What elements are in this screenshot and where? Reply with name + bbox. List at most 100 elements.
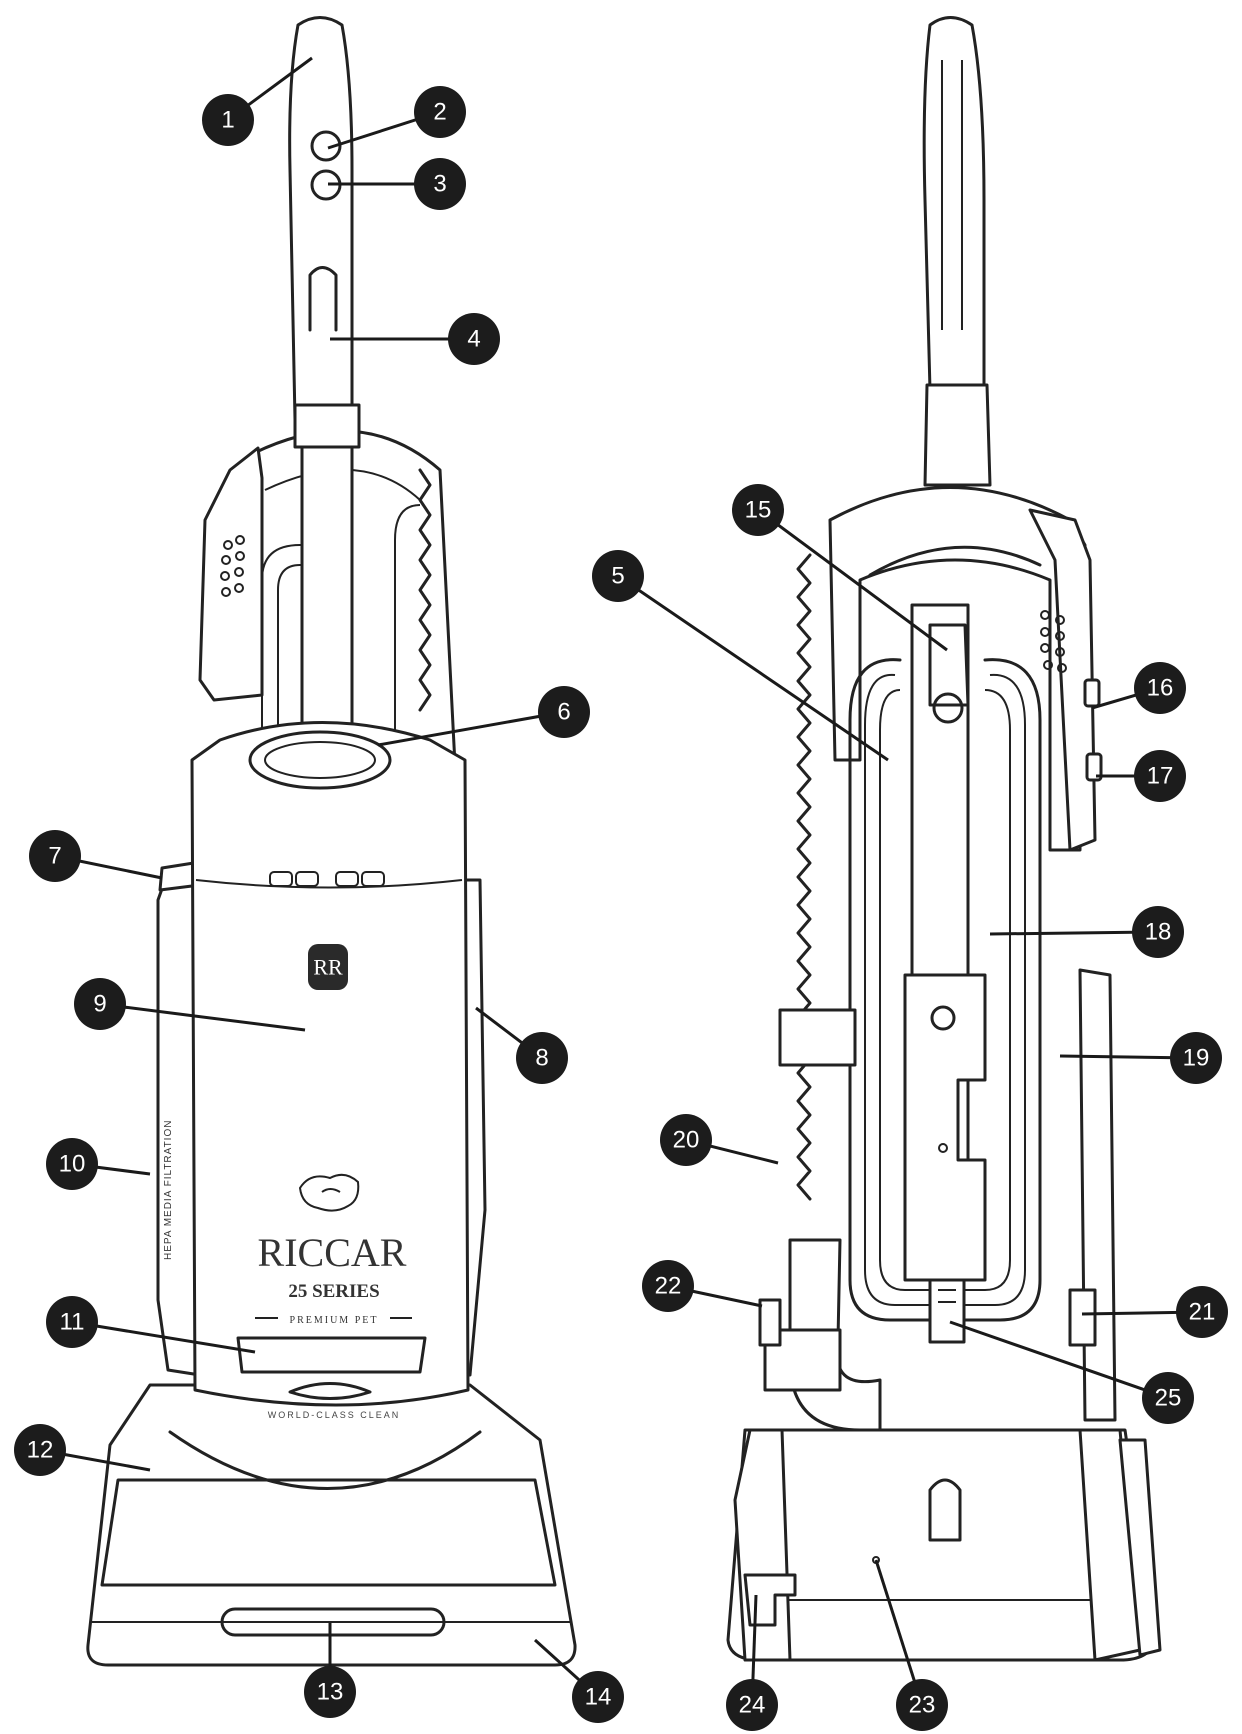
front-carry-handle-inner — [264, 741, 376, 779]
callout-20: 20 — [660, 1114, 712, 1166]
front-back-handle — [198, 446, 264, 702]
front-wand-tube — [300, 445, 354, 762]
front-latch-clips — [269, 871, 385, 887]
callout-7: 7 — [29, 830, 81, 882]
svg-text:20: 20 — [673, 1127, 700, 1154]
callout-15: 15 — [732, 484, 784, 536]
back-panel-hole — [938, 1143, 948, 1153]
front-base-inner — [100, 1478, 557, 1587]
front-edition: PREMIUM PET — [290, 1315, 379, 1326]
back-lower-hatch — [928, 1478, 962, 1542]
svg-text:11: 11 — [60, 1309, 85, 1336]
leader-15 — [757, 508, 948, 652]
callout-10: 10 — [46, 1138, 98, 1190]
front-pedal-ring — [288, 1382, 372, 1400]
svg-text:9: 9 — [93, 991, 106, 1018]
callout-23: 23 — [896, 1679, 948, 1731]
callout-19: 19 — [1170, 1032, 1222, 1084]
callout-13: 13 — [304, 1666, 356, 1718]
callout-6: 6 — [538, 686, 590, 738]
leader-5 — [617, 574, 889, 762]
front-vent-dots — [220, 535, 245, 597]
callout-12: 12 — [14, 1424, 66, 1476]
back-cord-latch-detail — [938, 1289, 956, 1303]
svg-text:18: 18 — [1145, 919, 1172, 946]
svg-text:1: 1 — [221, 107, 234, 134]
front-carry-handle — [248, 730, 392, 790]
front-series: 25 SERIES — [288, 1281, 379, 1302]
callout-16: 16 — [1134, 662, 1186, 714]
svg-text:10: 10 — [59, 1151, 86, 1178]
svg-text:15: 15 — [745, 497, 772, 524]
callout-21: 21 — [1176, 1286, 1228, 1338]
callout-25: 25 — [1142, 1372, 1194, 1424]
front-hepa-text: HEPA MEDIA FILTRATION — [163, 1120, 174, 1260]
front-body-seam — [195, 879, 463, 889]
front-view: HEPA MEDIA FILTRATION RR RICCAR 25 SERIE… — [86, 16, 577, 1667]
back-right-clip-21 — [1068, 1288, 1097, 1347]
back-pedal-24 — [743, 1573, 797, 1627]
back-top-arc-inner — [868, 545, 1042, 577]
svg-text:8: 8 — [535, 1045, 548, 1072]
leader-9 — [99, 1002, 306, 1032]
leader-18 — [989, 930, 1159, 936]
svg-text:12: 12 — [27, 1437, 54, 1464]
back-vent-dots — [1040, 610, 1067, 673]
back-latch-16 — [1083, 678, 1101, 708]
back-zigzag-hose — [796, 553, 812, 1201]
front-zigzag-hose — [418, 468, 432, 712]
front-handle-opening — [308, 266, 338, 332]
callout-14: 14 — [572, 1671, 624, 1723]
front-tagline: WORLD-CLASS CLEAN — [268, 1410, 401, 1420]
callout-4: 4 — [448, 313, 500, 365]
callout-9: 9 — [74, 978, 126, 1030]
callout-18: 18 — [1132, 906, 1184, 958]
back-side-handle — [1028, 508, 1097, 852]
back-panel — [903, 973, 987, 1282]
svg-text:16: 16 — [1147, 675, 1174, 702]
back-handle-grip — [922, 16, 986, 392]
back-cord-hook-pivot — [932, 692, 964, 724]
front-logo-monogram: RR — [313, 955, 343, 980]
svg-text:21: 21 — [1189, 1299, 1216, 1326]
leader-25 — [949, 1320, 1169, 1400]
front-handle-grip — [288, 16, 354, 422]
svg-text:23: 23 — [909, 1692, 936, 1719]
front-logo-badge — [308, 944, 348, 990]
svg-text:19: 19 — [1183, 1045, 1210, 1072]
callout-3: 3 — [414, 158, 466, 210]
front-brand-name: RICCAR — [258, 1230, 407, 1275]
back-wand — [923, 383, 992, 487]
svg-text:5: 5 — [611, 563, 624, 590]
callout-22: 22 — [642, 1260, 694, 1312]
svg-text:3: 3 — [433, 171, 446, 198]
back-handle-inner — [941, 60, 963, 330]
back-hose-clamp-upper — [778, 1008, 857, 1067]
front-wand-collar — [293, 403, 361, 449]
callout-badges: 1 2 3 4 5 6 7 8 9 10 11 12 13 14 15 16 1… — [14, 86, 1228, 1731]
svg-text:4: 4 — [467, 326, 480, 353]
svg-text:24: 24 — [739, 1692, 766, 1719]
back-hose-clamp-lower — [763, 1328, 842, 1392]
svg-text:6: 6 — [557, 699, 570, 726]
callout-8: 8 — [516, 1032, 568, 1084]
front-switch-upper — [310, 130, 342, 162]
callout-17: 17 — [1134, 750, 1186, 802]
callout-11: 11 — [46, 1296, 98, 1348]
back-view — [726, 16, 1162, 1662]
svg-text:22: 22 — [655, 1273, 682, 1300]
back-right-panel — [1078, 968, 1117, 1422]
front-body — [190, 721, 470, 1407]
callout-24: 24 — [726, 1679, 778, 1731]
callout-2: 2 — [414, 86, 466, 138]
front-pedal — [236, 1336, 427, 1374]
svg-text:25: 25 — [1155, 1385, 1182, 1412]
back-latch-17 — [1085, 752, 1103, 782]
svg-text:2: 2 — [433, 99, 446, 126]
front-bumper-arc — [168, 1430, 482, 1490]
pet-icon — [298, 1173, 360, 1212]
callout-1: 1 — [202, 94, 254, 146]
svg-text:17: 17 — [1147, 763, 1174, 790]
